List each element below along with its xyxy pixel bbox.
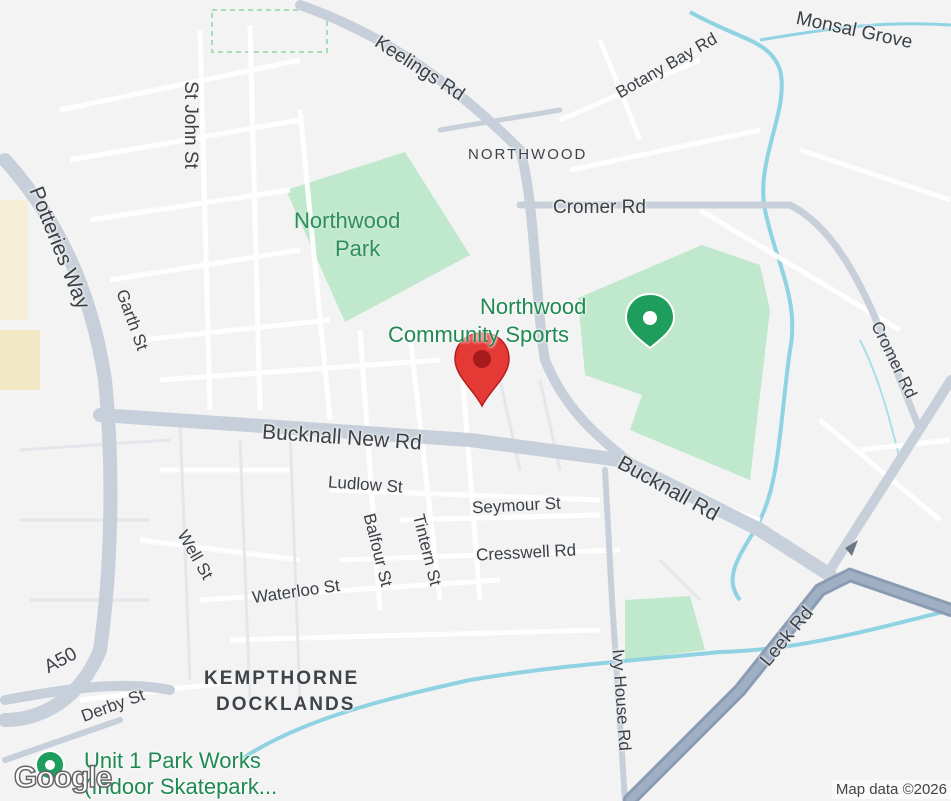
poi-label-skatepark-line1[interactable]: Unit 1 Park Works — [84, 748, 261, 773]
map-attribution[interactable]: Map data ©2026 — [831, 780, 951, 799]
area-label-northwood: NORTHWOOD — [468, 146, 588, 163]
road-label-cromer-1: Cromer Rd — [553, 197, 646, 218]
keelings-rd-line — [295, 0, 645, 475]
ivy-house-rd-line — [602, 467, 628, 801]
canal — [238, 608, 951, 762]
river-branch — [759, 22, 951, 42]
green-dashed-area — [211, 9, 328, 53]
sports-ground-area — [578, 245, 770, 480]
area-label-docklands: DOCKLANDS — [216, 694, 356, 715]
leek-rd-inner — [626, 570, 951, 801]
derby-st-line — [2, 717, 123, 763]
cromer-rd-line — [516, 201, 924, 434]
park-label-line2: Park — [335, 236, 381, 261]
google-logo: Google — [13, 760, 113, 795]
northwood-park-area — [286, 152, 470, 322]
direction-arrow-icon — [845, 540, 858, 556]
keelings-ext-line — [437, 107, 563, 133]
east-link-line — [825, 375, 951, 575]
sports-poi-marker-icon — [624, 292, 676, 350]
tertiary-streets — [19, 379, 702, 701]
poi-label-sports-line1[interactable]: Northwood — [480, 294, 587, 319]
poi-label-skatepark-line2[interactable]: (Indoor Skatepark... — [84, 774, 278, 799]
park-label-line1: Northwood — [294, 208, 401, 233]
area-label-kempthorne: KEMPTHORNE — [204, 668, 360, 689]
minor-streets — [59, 24, 951, 703]
a50-line — [0, 680, 175, 705]
green-area-south — [625, 596, 705, 660]
location-pin-icon — [454, 332, 510, 408]
built-area-west — [0, 200, 28, 320]
highway — [623, 567, 951, 801]
built-area-west-2 — [0, 330, 40, 390]
road-label-st-john: St John St — [179, 81, 201, 169]
poi-label-sports-line2[interactable]: Community Sports — [388, 322, 569, 347]
bucknall-new-rd-line — [93, 408, 837, 582]
skatepark-poi-marker-icon — [35, 750, 65, 780]
